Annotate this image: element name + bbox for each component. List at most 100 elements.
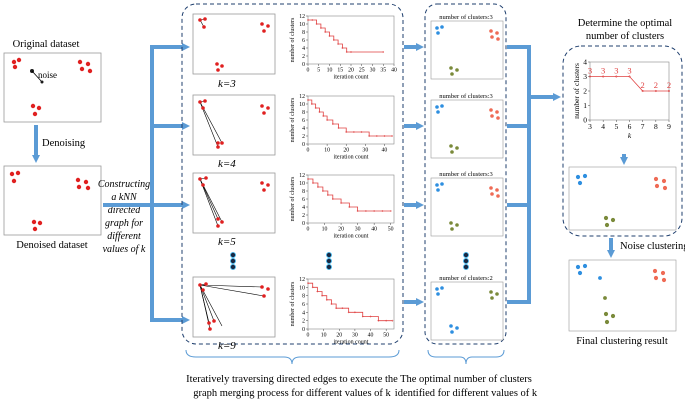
data-point bbox=[325, 298, 328, 301]
point bbox=[260, 104, 264, 108]
x-tick-label: 40 bbox=[371, 226, 377, 232]
data-point bbox=[322, 115, 325, 117]
point bbox=[207, 321, 211, 325]
point bbox=[198, 18, 202, 22]
point bbox=[435, 183, 439, 187]
data-point bbox=[615, 75, 618, 78]
point bbox=[495, 31, 499, 35]
point bbox=[201, 183, 205, 187]
data-point bbox=[375, 135, 378, 137]
y-tick-label: 4 bbox=[302, 205, 305, 211]
point bbox=[266, 183, 270, 187]
y-tick-label: 0 bbox=[583, 116, 587, 125]
data-point bbox=[345, 131, 348, 133]
point bbox=[208, 327, 212, 331]
x-tick-label: 10 bbox=[324, 147, 330, 153]
y-axis-label: number of clusters bbox=[572, 63, 581, 119]
point bbox=[16, 57, 22, 63]
point bbox=[198, 100, 202, 104]
label-determine: Determine the optimal bbox=[578, 18, 673, 29]
y-tick-label: 2 bbox=[302, 54, 305, 60]
point bbox=[216, 224, 220, 228]
ellipsis-dot bbox=[462, 263, 469, 270]
y-tick-label: 10 bbox=[299, 22, 305, 28]
point bbox=[440, 104, 444, 108]
series-line bbox=[308, 99, 393, 137]
data-point bbox=[353, 131, 355, 133]
x-tick-label: 40 bbox=[391, 67, 397, 73]
series-line bbox=[308, 282, 393, 322]
point bbox=[582, 263, 588, 269]
plot-frame bbox=[307, 174, 395, 224]
point bbox=[661, 178, 667, 184]
point bbox=[32, 226, 38, 232]
ellipsis-dot bbox=[229, 251, 236, 258]
data-point bbox=[341, 47, 344, 49]
data-point bbox=[315, 23, 318, 25]
optimal-brace bbox=[427, 349, 505, 365]
k-label: k=3 bbox=[218, 78, 236, 90]
data-point bbox=[314, 107, 317, 109]
point bbox=[262, 111, 266, 115]
x-tick-label: 7 bbox=[641, 122, 645, 131]
optimal-count-panel bbox=[424, 3, 507, 345]
point bbox=[201, 106, 205, 110]
y-tick-label: 6 bbox=[302, 302, 305, 308]
point bbox=[15, 170, 21, 176]
point bbox=[450, 227, 454, 231]
point bbox=[220, 220, 224, 224]
y-tick-label: 6 bbox=[302, 197, 305, 203]
data-point bbox=[341, 307, 344, 310]
point bbox=[220, 64, 224, 68]
point bbox=[198, 177, 202, 181]
data-point bbox=[326, 194, 329, 196]
constructing-line: graph for bbox=[105, 218, 143, 229]
x-tick-label: 30 bbox=[362, 147, 368, 153]
point bbox=[603, 215, 609, 221]
x-tick-label: 50 bbox=[388, 226, 394, 232]
point bbox=[489, 186, 493, 190]
point bbox=[202, 25, 206, 29]
data-point bbox=[331, 123, 334, 125]
point bbox=[32, 111, 38, 117]
noise-point bbox=[40, 80, 44, 84]
data-point bbox=[602, 75, 605, 78]
y-tick-label: 2 bbox=[583, 87, 587, 96]
knn-edge bbox=[199, 284, 263, 288]
constructing-line: directed bbox=[108, 205, 141, 216]
point bbox=[653, 176, 659, 182]
data-point bbox=[354, 311, 356, 314]
point bbox=[436, 31, 440, 35]
point bbox=[577, 180, 583, 186]
point bbox=[31, 219, 37, 225]
data-point bbox=[340, 202, 342, 204]
point bbox=[85, 185, 91, 191]
point bbox=[496, 194, 500, 198]
x-tick-label: 0 bbox=[307, 147, 310, 153]
data-point bbox=[337, 127, 340, 129]
x-tick-label: 25 bbox=[359, 67, 365, 73]
point bbox=[79, 66, 85, 72]
point bbox=[610, 217, 616, 223]
point bbox=[489, 290, 493, 294]
data-point bbox=[320, 27, 322, 29]
y-axis-label: number of clusters bbox=[289, 17, 296, 62]
point bbox=[455, 326, 459, 330]
data-point bbox=[328, 35, 331, 37]
point bbox=[455, 68, 459, 72]
point bbox=[436, 292, 440, 296]
label-noise-clustering: Noise clustering bbox=[620, 241, 685, 252]
data-point bbox=[350, 51, 352, 53]
label-final-result: Final clustering result bbox=[576, 336, 668, 347]
data-point bbox=[307, 19, 309, 21]
point bbox=[495, 188, 499, 192]
y-axis-label: number of clusters bbox=[289, 176, 296, 221]
data-point bbox=[361, 315, 364, 318]
ellipsis-dot bbox=[325, 263, 332, 270]
data-point bbox=[382, 51, 385, 53]
x-tick-label: 4 bbox=[601, 122, 605, 131]
y-tick-label: 8 bbox=[302, 294, 305, 300]
